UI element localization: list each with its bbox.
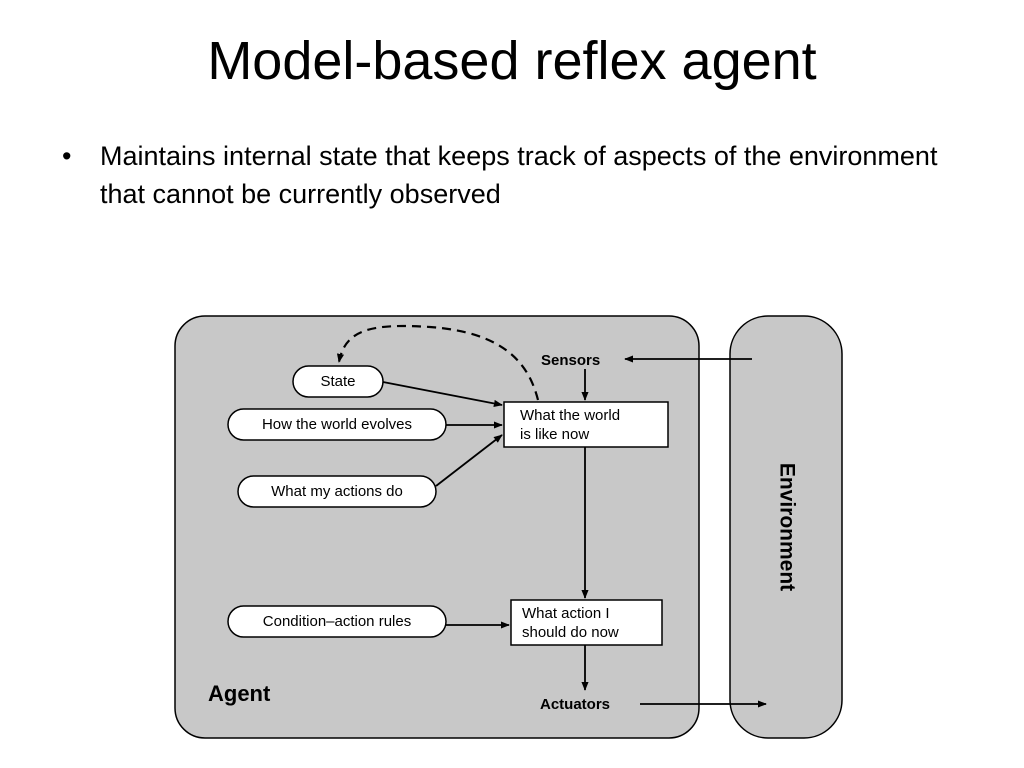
action-now-box [510, 599, 663, 646]
sensors-label: Sensors [541, 352, 600, 369]
state-label: State [320, 373, 355, 390]
agent-label: Agent [208, 681, 271, 706]
actions-to-world-arrow [435, 434, 503, 487]
agent-panel [174, 315, 700, 739]
state-node [292, 365, 384, 398]
action-now-line2: should do now [522, 624, 619, 641]
environment-panel [729, 315, 843, 739]
world-now-line2: is like now [520, 426, 589, 443]
bullet-list: • Maintains internal state that keeps tr… [62, 137, 982, 213]
state-to-world-arrow [382, 381, 503, 407]
actions-do-label: What my actions do [271, 483, 403, 500]
actions-do-node [237, 475, 437, 508]
world-evolves-label: How the world evolves [262, 416, 412, 433]
action-now-line1: What action I [522, 605, 610, 622]
bullet-item: • Maintains internal state that keeps tr… [62, 137, 982, 213]
actuators-label: Actuators [540, 696, 610, 713]
slide-title: Model-based reflex agent [207, 31, 817, 91]
condition-action-rules-label: Condition–action rules [263, 613, 411, 630]
bullet-dot: • [62, 141, 72, 171]
condition-action-rules-node [227, 605, 447, 638]
world-now-line1: What the world [520, 407, 620, 424]
world-now-box [503, 401, 669, 448]
environment-label: Environment [775, 463, 798, 591]
bullet-text: Maintains internal state that keeps trac… [100, 141, 938, 209]
world-to-state-feedback-arrow [336, 324, 540, 401]
